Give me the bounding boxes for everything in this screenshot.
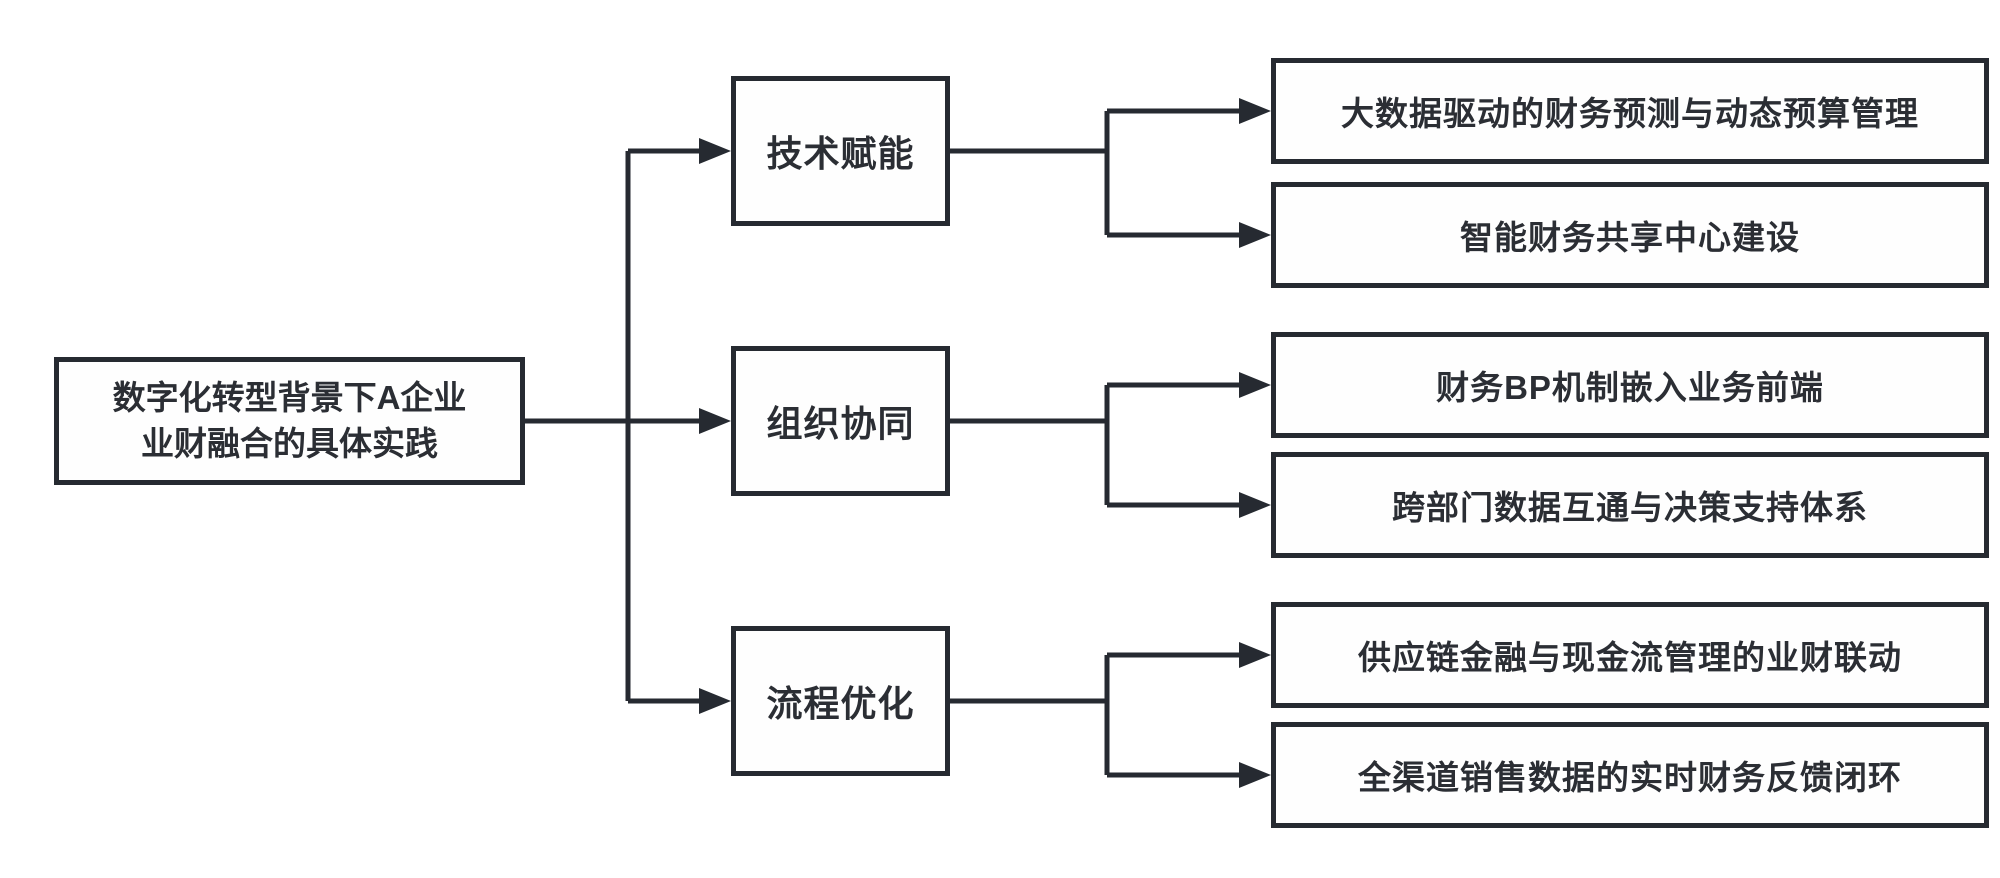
arrowhead-branch2-icon <box>699 408 731 434</box>
arrowhead-leaf5-icon <box>1239 642 1271 668</box>
leaf-node-bigdata-budget: 大数据驱动的财务预测与动态预算管理 <box>1271 58 1989 164</box>
branch-node-label: 技术赋能 <box>766 133 915 174</box>
leaf-node-omnichannel-feedback: 全渠道销售数据的实时财务反馈闭环 <box>1271 722 1989 828</box>
branch-node-label: 组织协同 <box>766 403 915 444</box>
root-node: 数字化转型背景下A企业 业财融合的具体实践 <box>54 357 525 485</box>
branch-node-org: 组织协同 <box>731 346 950 496</box>
arrowhead-branch3-icon <box>699 688 731 714</box>
arrowhead-leaf1-icon <box>1239 98 1271 124</box>
leaf-node-supplychain-cashflow: 供应链金融与现金流管理的业财联动 <box>1271 602 1989 708</box>
branch-node-label: 流程优化 <box>766 683 915 724</box>
leaf-node-label: 供应链金融与现金流管理的业财联动 <box>1358 639 1902 676</box>
leaf-node-label: 全渠道销售数据的实时财务反馈闭环 <box>1358 759 1902 796</box>
arrowhead-leaf3-icon <box>1239 372 1271 398</box>
leaf-node-label: 财务BP机制嵌入业务前端 <box>1436 369 1824 406</box>
arrowhead-leaf4-icon <box>1239 492 1271 518</box>
leaf-node-crossdept-data: 跨部门数据互通与决策支持体系 <box>1271 452 1989 558</box>
arrowhead-branch1-icon <box>699 138 731 164</box>
arrowhead-leaf6-icon <box>1239 762 1271 788</box>
leaf-node-finance-bp: 财务BP机制嵌入业务前端 <box>1271 332 1989 438</box>
root-node-label-line2: 业财融合的具体实践 <box>141 425 438 462</box>
leaf-node-label: 智能财务共享中心建设 <box>1460 219 1800 256</box>
branch-node-tech: 技术赋能 <box>731 76 950 226</box>
leaf-node-label: 大数据驱动的财务预测与动态预算管理 <box>1341 95 1919 132</box>
root-node-label-line1: 数字化转型背景下A企业 <box>112 379 467 417</box>
leaf-node-smart-shared-center: 智能财务共享中心建设 <box>1271 182 1989 288</box>
branch-node-process: 流程优化 <box>731 626 950 776</box>
leaf-node-label: 跨部门数据互通与决策支持体系 <box>1392 489 1868 526</box>
arrowhead-leaf2-icon <box>1239 222 1271 248</box>
